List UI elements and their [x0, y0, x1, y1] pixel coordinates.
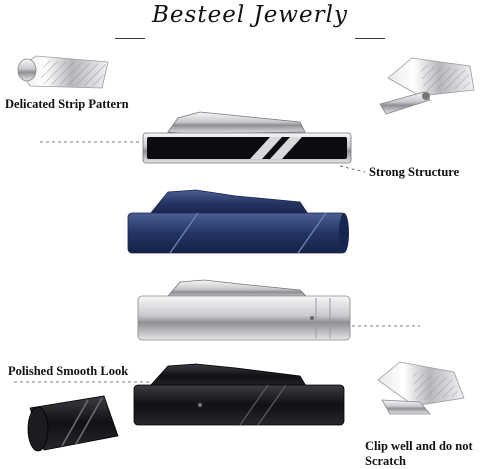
label-polished: Polished Smooth Look [8, 364, 129, 378]
title-rule-left [115, 38, 145, 39]
tie-clip-silver [137, 279, 351, 341]
detail-clip-well [377, 361, 465, 415]
tie-clip-black-silver [142, 111, 352, 164]
title-rule-right [355, 38, 385, 39]
label-strip-pattern: Delicated Strip Pattern [5, 97, 129, 111]
label-strong-structure: Strong Structure [369, 165, 460, 179]
detail-polished-end [27, 395, 119, 452]
detail-strong-structure [379, 57, 475, 115]
detail-strip-pattern [17, 55, 109, 89]
label-clip-line2: Scratch [365, 454, 406, 468]
leader-lines [14, 141, 420, 383]
label-clip-line1: Clip well and do not [365, 439, 473, 453]
tie-clip-navy-blue [127, 189, 349, 254]
tie-clip-black [133, 363, 345, 426]
brand-title: Besteel Jewerly [152, 2, 348, 28]
